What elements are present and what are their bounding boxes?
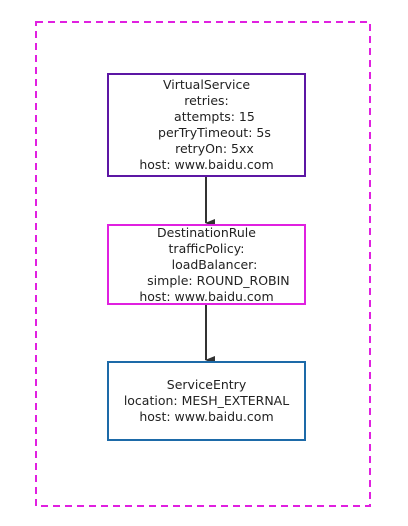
service-entry-location: location: MESH_EXTERNAL (123, 393, 290, 408)
dashed-group-frame (35, 21, 371, 507)
destination-rule-box[interactable]: DestinationRule trafficPolicy: loadBalan… (107, 224, 306, 305)
virtual-service-retries: retries: (184, 93, 229, 108)
virtual-service-attempts: attempts: 15 (158, 109, 255, 124)
destination-rule-traffic-policy: trafficPolicy: (168, 240, 245, 256)
destination-rule-load-balancer: loadBalancer: (155, 256, 258, 272)
service-entry-box[interactable]: ServiceEntry location: MESH_EXTERNAL hos… (107, 361, 306, 441)
destination-rule-simple: simple: ROUND_ROBIN (123, 272, 290, 288)
destination-rule-host: host: www.baidu.com (139, 288, 274, 304)
virtual-service-per-try-timeout: perTryTimeout: 5s (142, 125, 271, 140)
destination-rule-title: DestinationRule (157, 224, 256, 240)
service-entry-host: host: www.baidu.com (139, 409, 274, 424)
service-entry-title: ServiceEntry (166, 377, 247, 392)
virtual-service-host: host: www.baidu.com (139, 157, 274, 172)
virtual-service-title: VirtualService (162, 77, 251, 92)
virtual-service-box[interactable]: VirtualService retries: attempts: 15 per… (107, 73, 306, 177)
virtual-service-retry-on: retryOn: 5xx (159, 141, 254, 156)
